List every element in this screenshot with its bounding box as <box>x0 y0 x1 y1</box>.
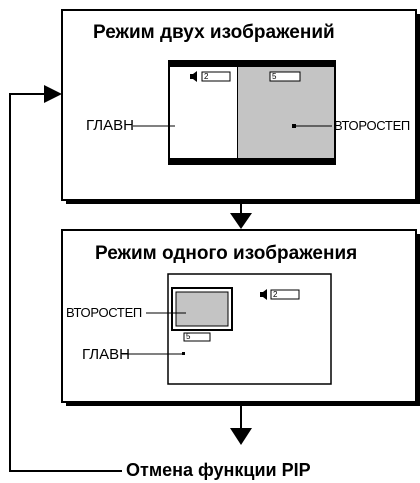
cancel-pip-label: Отмена функции PIP <box>126 460 311 480</box>
bottom-main-label: ГЛАВН <box>82 346 130 363</box>
main-channel-box <box>270 289 300 300</box>
speaker-icon <box>190 71 197 82</box>
top-main-label: ГЛАВН <box>86 117 134 134</box>
bottom-sub-channel: 5 <box>186 332 191 341</box>
top-panel-title: Режим двух изображений <box>93 22 335 43</box>
main-channel-box <box>201 71 231 82</box>
bottom-panel-title: Режим одного изображения <box>95 243 358 264</box>
bottom-sub-label: ВТОРОСТЕП <box>66 305 142 320</box>
top-main-channel: 2 <box>204 72 209 81</box>
down-arrow-1 <box>230 213 252 229</box>
sub-channel-box <box>269 71 301 82</box>
down-arrow-2 <box>230 428 252 445</box>
speaker-icon <box>260 289 267 300</box>
top-sub-channel: 5 <box>272 72 277 81</box>
loop-back-line <box>9 93 122 472</box>
main-leader-dot <box>182 352 185 355</box>
main-screen <box>170 67 237 158</box>
pip-channel-box <box>183 332 211 342</box>
sub-leader-dot <box>292 124 296 128</box>
pip-window <box>175 291 229 327</box>
sub-screen <box>238 67 334 158</box>
bottom-main-channel: 2 <box>273 290 278 299</box>
loop-back-arrowhead <box>44 85 62 103</box>
top-panel <box>61 9 417 201</box>
top-sub-label: ВТОРОСТЕП <box>334 118 410 133</box>
